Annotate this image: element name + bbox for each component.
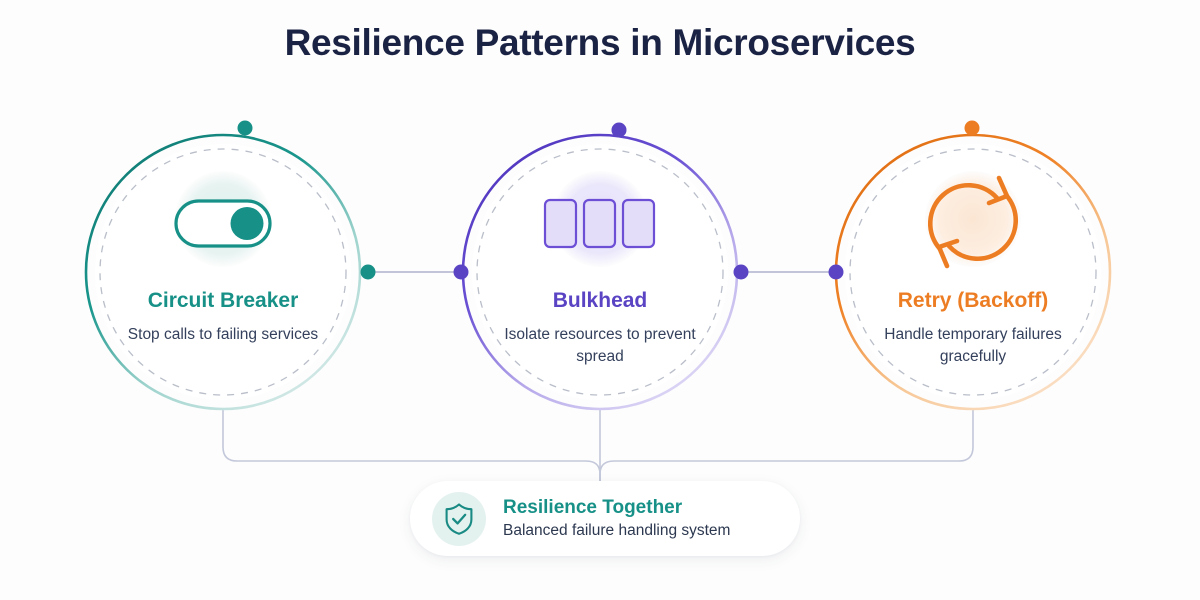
node-label-retry-backoff: Retry (Backoff) [897, 289, 1049, 312]
connector-dot-bulkhead-right [733, 264, 749, 280]
node-label-circuit-breaker: Circuit Breaker [147, 289, 299, 312]
summary-title: Resilience Together [503, 496, 683, 518]
node-description-retry-backoff: Handle temporary failures gracefully [884, 326, 1062, 365]
node-icon-halo-1 [175, 171, 271, 267]
connector-dot-bulkhead-left [453, 264, 469, 280]
node-top-dot-1 [237, 120, 253, 136]
node-label-bulkhead: Bulkhead [552, 289, 648, 312]
node-description-bulkhead: Isolate resources to prevent spread [504, 326, 696, 365]
summary-description: Balanced failure handling system [503, 522, 731, 540]
node-top-dot-2 [611, 122, 627, 138]
node-description-circuit-breaker: Stop calls to failing services [127, 326, 319, 343]
node-top-dot-3 [964, 120, 980, 136]
node-circuit-breaker[interactable] [84, 120, 362, 411]
refresh-cycle-icon [928, 175, 1018, 269]
node-icon-halo-2 [552, 171, 648, 267]
panels-icon [543, 198, 656, 249]
node-dashed-ring-1 [99, 148, 347, 396]
summary-text-block: Resilience Together Balanced failure han… [503, 496, 730, 542]
summary-card[interactable]: Resilience Together Balanced failure han… [410, 481, 800, 556]
node-outer-ring-1 [84, 133, 362, 411]
shield-check-glyph [445, 502, 473, 535]
connector-dot-retry-left [828, 264, 844, 280]
node-icon-halo-3 [925, 171, 1021, 267]
connector-dot-circuit-right [360, 264, 376, 280]
bracket-right [599, 408, 974, 482]
node-inner-fill-1 [95, 144, 351, 400]
shield-check-icon [432, 491, 486, 546]
page-title: Resilience Patterns in Microservices [284, 22, 916, 63]
bracket-left [222, 408, 601, 482]
toggle-switch-icon [174, 199, 272, 248]
